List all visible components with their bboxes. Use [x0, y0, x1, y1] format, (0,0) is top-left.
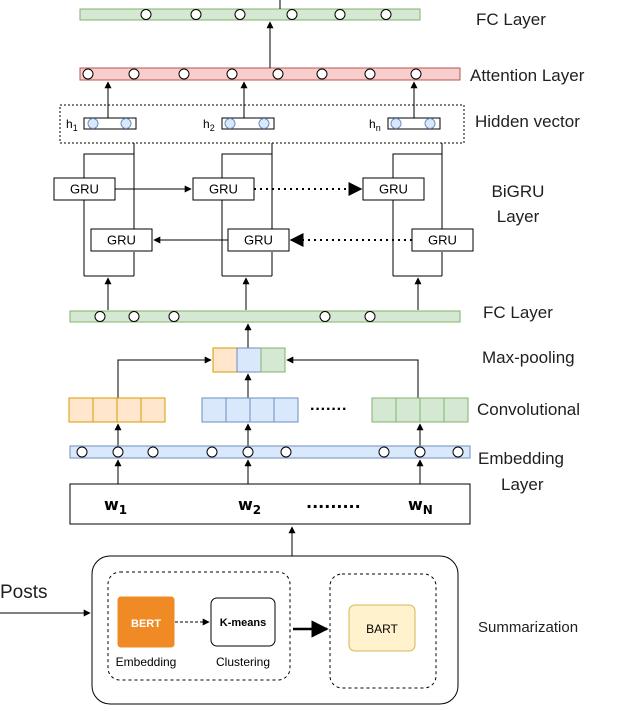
kmeans-box [210, 597, 276, 647]
conv-green [371, 397, 469, 423]
word-wn: wN [408, 495, 433, 517]
word-w1: w1 [104, 495, 127, 517]
max-pooling-label: Max-pooling [482, 348, 575, 367]
bart-stage [329, 573, 437, 689]
bigru-layer [53, 143, 474, 310]
hidden-vector-row [59, 104, 465, 144]
conv-ellipsis: ······· [310, 401, 347, 418]
summarization-label: Summarization [478, 619, 578, 636]
fc-layer-middle [69, 310, 461, 323]
word-w2: w2 [238, 495, 261, 517]
conv-orange [68, 397, 166, 423]
input-words-box [69, 483, 471, 525]
words-ellipsis: ......... [306, 493, 361, 512]
fc-layer-top [79, 8, 421, 21]
bart-box [348, 604, 416, 652]
bigru-label-line1: BiGRU [492, 182, 545, 201]
embedding-caption: Embedding [116, 655, 177, 669]
kmeans-label: K-means [220, 617, 266, 629]
bart-label: BART [366, 622, 398, 636]
gru-forward-n: GRU [379, 182, 408, 197]
convolutional-label: Convolutional [477, 400, 580, 419]
hn-label: hn [369, 117, 381, 133]
h1-label: h1 [66, 117, 78, 133]
gru-backward-n: GRU [428, 233, 457, 248]
gru-forward-2: GRU [209, 182, 238, 197]
clustering-caption: Clustering [216, 655, 270, 669]
bert-label: BERT [131, 618, 161, 630]
embedding-label-line1: Embedding [478, 449, 564, 468]
max-pooling-block [212, 347, 286, 373]
clustering-stage [107, 571, 291, 681]
posts-label: Posts [0, 582, 48, 603]
gru-backward-2: GRU [244, 233, 273, 248]
hidden-vector-label: Hidden vector [475, 112, 580, 131]
fc-layer-top-label: FC Layer [476, 10, 546, 29]
gru-forward-1: GRU [70, 182, 99, 197]
conv-blue [201, 397, 299, 423]
attention-layer [79, 67, 461, 81]
bigru-label-line2: Layer [497, 207, 540, 226]
gru-backward-1: GRU [107, 233, 136, 248]
embedding-layer [69, 445, 471, 459]
fc-layer-middle-label: FC Layer [483, 303, 553, 322]
attention-layer-label: Attention Layer [470, 66, 585, 85]
h2-label: h2 [203, 117, 215, 133]
embedding-label-line2: Layer [501, 475, 544, 494]
bert-box [117, 596, 175, 648]
